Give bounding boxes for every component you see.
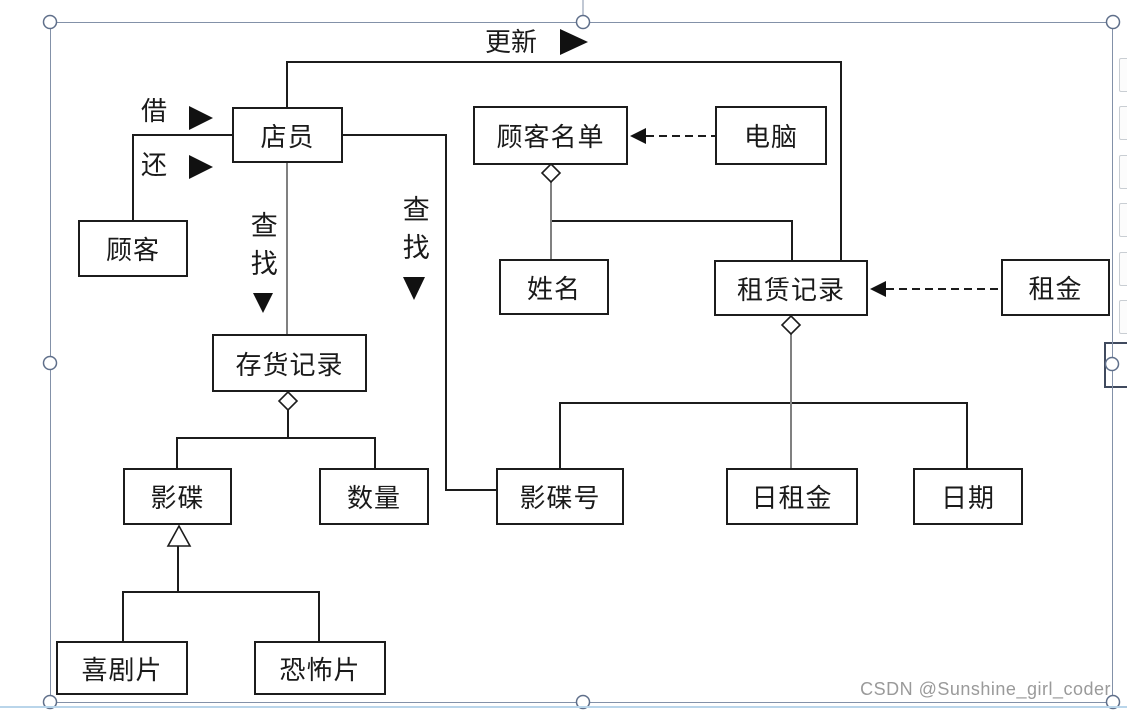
watermark: CSDN @Sunshine_girl_coder [860, 679, 1111, 699]
selection-frame [50, 0, 1113, 703]
label-find-1: 查找 [246, 211, 277, 287]
edge-clerk-discnumber [343, 134, 496, 491]
handle-top-right[interactable] [1105, 14, 1121, 30]
borrow-arrow-icon [189, 106, 213, 130]
gray-stems [286, 163, 792, 468]
diamond-customer-list-icon [540, 162, 562, 184]
edge-toolbar-button[interactable] [1119, 203, 1127, 237]
edge-toolbar-button[interactable] [1119, 300, 1127, 334]
return-arrow-icon [189, 155, 213, 179]
label-return: 还 [141, 150, 168, 180]
handle-bottom-right[interactable] [1105, 694, 1121, 710]
node-horror[interactable]: 恐怖片 [254, 641, 386, 695]
update-arrow-icon [560, 29, 588, 55]
handle-bottom-left[interactable] [42, 694, 58, 710]
node-comedy[interactable]: 喜剧片 [56, 641, 188, 695]
solid-connectors [122, 61, 968, 641]
generalization-triangle-icon [166, 524, 192, 547]
edge-inventory-children [176, 437, 376, 468]
node-disc[interactable]: 影碟 [123, 468, 232, 525]
handle-top-center[interactable] [575, 14, 591, 30]
edge-update-path [286, 61, 842, 260]
node-disc-number[interactable]: 影碟号 [496, 468, 624, 525]
edge-toolbar-button[interactable] [1119, 106, 1127, 140]
handle-top-left[interactable] [42, 14, 58, 30]
node-customer-list[interactable]: 顾客名单 [473, 106, 628, 165]
selection-handles [42, 14, 1121, 710]
dashed-connectors [646, 135, 1001, 290]
node-rent[interactable]: 租金 [1001, 259, 1110, 316]
find-1-arrow-icon [253, 293, 273, 313]
edge-toolbar-button[interactable] [1119, 252, 1127, 286]
diamond-rental-icon [780, 314, 802, 336]
label-borrow: 借 [141, 96, 168, 126]
node-name[interactable]: 姓名 [499, 259, 609, 315]
edge-toolbar-button[interactable] [1119, 155, 1127, 189]
dashed-arrowhead-list [630, 128, 646, 144]
edge-toolbar-button[interactable] [1119, 58, 1127, 92]
label-update: 更新 [485, 27, 538, 57]
handle-middle-left[interactable] [42, 355, 58, 371]
edge-rental-children [559, 402, 968, 468]
node-daily-rent[interactable]: 日租金 [726, 468, 858, 525]
node-customer[interactable]: 顾客 [78, 220, 188, 277]
node-date[interactable]: 日期 [913, 468, 1023, 525]
find-2-arrow-icon [403, 277, 425, 300]
node-inventory-record[interactable]: 存货记录 [212, 334, 367, 392]
node-clerk[interactable]: 店员 [232, 107, 343, 163]
dashed-arrowhead-rental [870, 281, 886, 297]
handle-middle-right[interactable] [1104, 356, 1120, 372]
diamond-inventory-icon [277, 390, 299, 412]
node-rental-record[interactable]: 租赁记录 [714, 260, 868, 316]
node-computer[interactable]: 电脑 [715, 106, 827, 165]
edge-list-rentalrecord [551, 220, 793, 260]
edge-clerk-customer [132, 134, 232, 220]
label-find-2: 查找 [398, 195, 429, 271]
arrowheads [189, 29, 886, 313]
edge-disc-children [122, 591, 320, 641]
node-quantity[interactable]: 数量 [319, 468, 429, 525]
handle-bottom-center[interactable] [575, 694, 591, 710]
uml-markers [166, 162, 802, 547]
